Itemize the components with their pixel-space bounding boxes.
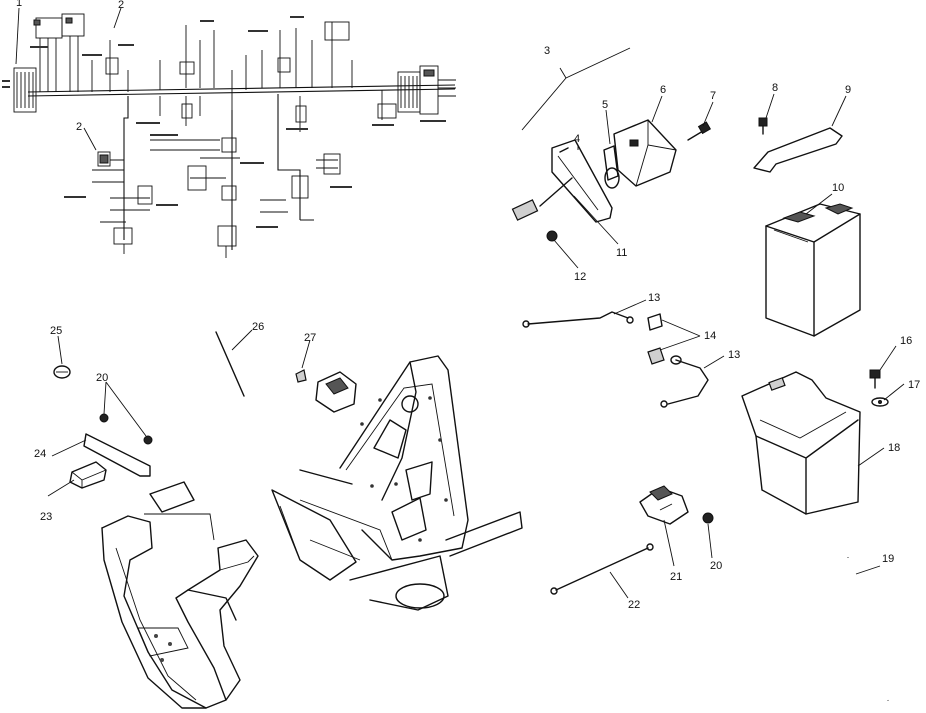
part-11-connector-lead	[511, 177, 573, 221]
callout-1: 1	[16, 0, 22, 9]
callout-5: 5	[602, 99, 608, 111]
callout-23: 23	[40, 511, 52, 523]
part-21-starter-solenoid	[639, 485, 689, 525]
callout-18: 18	[888, 442, 900, 454]
main-chassis	[271, 355, 523, 611]
part-27-clip	[295, 369, 307, 383]
part-18-battery-box	[741, 371, 861, 515]
part-22-cable	[550, 543, 654, 595]
part-14-cap	[647, 313, 665, 365]
callout-6: 6	[660, 84, 666, 96]
callout-labels: 1 2 2 3 4 5 6 7 8 9 10 11 12 13 14 13 16…	[16, 0, 920, 611]
callout-8: 8	[772, 82, 778, 94]
wiring-harness-schematic	[2, 13, 456, 258]
part-17-washer	[871, 397, 889, 407]
callout-17: 17	[908, 379, 920, 391]
part-4-bracket	[551, 139, 613, 223]
callout-26: 26	[252, 321, 264, 333]
part-16-bolt	[869, 369, 881, 389]
callout-4: 4	[574, 133, 580, 145]
callout-7: 7	[710, 90, 716, 102]
part-26-tie	[215, 331, 245, 397]
part-10-battery	[765, 203, 861, 337]
callout-2-mid: 2	[76, 121, 82, 133]
part-20-nut-right	[702, 512, 714, 524]
callout-20-left: 20	[96, 372, 108, 384]
callout-16: 16	[900, 335, 912, 347]
part-6-module	[613, 119, 677, 187]
part-5-bulb-fuse	[603, 145, 620, 189]
callout-12: 12	[574, 271, 586, 283]
callout-24: 24	[34, 448, 46, 460]
callout-20-right: 20	[710, 560, 722, 572]
part-20-nut-left	[99, 413, 153, 445]
callout-11: 11	[616, 247, 627, 259]
callout-13-upper: 13	[648, 292, 660, 304]
part-24-bracket	[83, 433, 151, 477]
callout-14: 14	[704, 330, 716, 342]
part-13-cable-upper	[522, 311, 634, 328]
part-12-nut	[546, 230, 558, 242]
part-7-screw	[687, 121, 712, 141]
part-23-relay	[69, 461, 107, 489]
callout-10: 10	[832, 182, 844, 194]
callout-3: 3	[544, 45, 550, 57]
part-9-strap	[753, 127, 843, 173]
callout-13-lower: 13	[728, 349, 740, 361]
callout-27: 27	[304, 332, 316, 344]
callout-19: 19	[882, 553, 894, 565]
leader-lines	[15, 7, 905, 599]
part-19-vent-tube	[845, 557, 891, 701]
callout-25: 25	[50, 325, 62, 337]
part-8-bolt	[758, 117, 768, 135]
callout-9: 9	[845, 84, 851, 96]
part-25-grommet	[53, 365, 71, 379]
front-frame	[101, 481, 259, 709]
callout-22: 22	[628, 599, 640, 611]
callout-21: 21	[670, 571, 682, 583]
callout-2-top: 2	[118, 0, 124, 11]
part-15-cable-lower	[660, 355, 709, 408]
